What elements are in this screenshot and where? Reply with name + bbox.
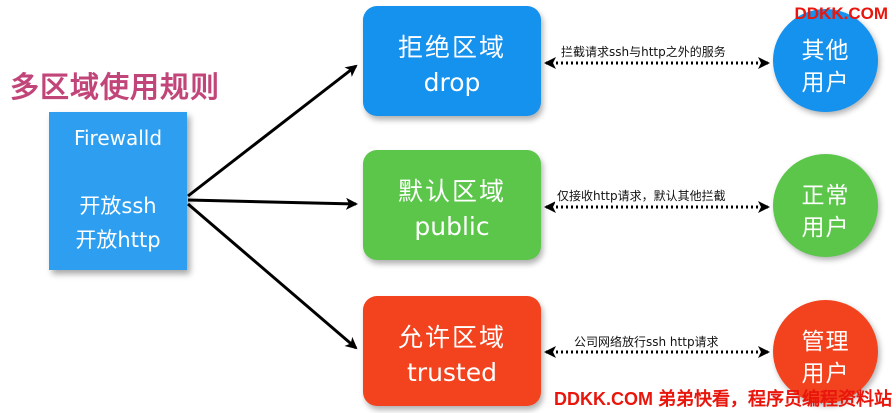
zone-drop-name: 拒绝区域	[397, 33, 506, 62]
zone-trusted-name: 允许区域	[397, 323, 506, 352]
user-other-node: 其他 用户	[773, 9, 878, 112]
firewall-name: Firewalld	[73, 126, 163, 150]
zone-public-name: 默认区域	[397, 177, 506, 206]
user-normal-line2: 用户	[801, 215, 850, 241]
rule-label-trusted: 公司网络放行ssh http请求	[572, 333, 721, 350]
zone-public-id: public	[414, 212, 490, 241]
user-admin-node: 管理 用户	[773, 300, 878, 403]
firewall-node: Firewalld 开放ssh 开放http	[49, 112, 187, 270]
rule-label-public: 仅接收http请求，默认其他拦截	[555, 187, 728, 204]
edge-firewall-to-public	[187, 197, 358, 210]
zone-drop-id: drop	[423, 68, 481, 97]
rule-label-drop: 拦截请求ssh与http之外的服务	[559, 43, 728, 60]
user-normal-node: 正常 用户	[773, 154, 878, 257]
watermark-top: DDKK.COM	[794, 4, 889, 23]
firewall-open-ssh: 开放ssh	[79, 194, 157, 218]
zone-trusted-node: 允许区域 trusted	[363, 296, 541, 406]
user-admin-line1: 管理	[801, 329, 850, 355]
zone-public-node: 默认区域 public	[363, 150, 541, 260]
zone-drop-node: 拒绝区域 drop	[363, 6, 541, 116]
diagram-title: 多区域使用规则	[10, 70, 221, 104]
user-other-line1: 其他	[801, 38, 850, 64]
edge-firewall-to-drop	[187, 64, 358, 198]
firewall-open-http: 开放http	[75, 228, 161, 252]
watermark-bottom: DDKK.COM 弟弟快看，程序员编程资料站	[554, 389, 892, 409]
user-admin-line2: 用户	[801, 361, 850, 387]
user-normal-line1: 正常	[801, 183, 850, 209]
user-other-line2: 用户	[801, 70, 850, 96]
edge-firewall-to-trusted	[187, 202, 358, 350]
zone-trusted-id: trusted	[406, 358, 497, 387]
